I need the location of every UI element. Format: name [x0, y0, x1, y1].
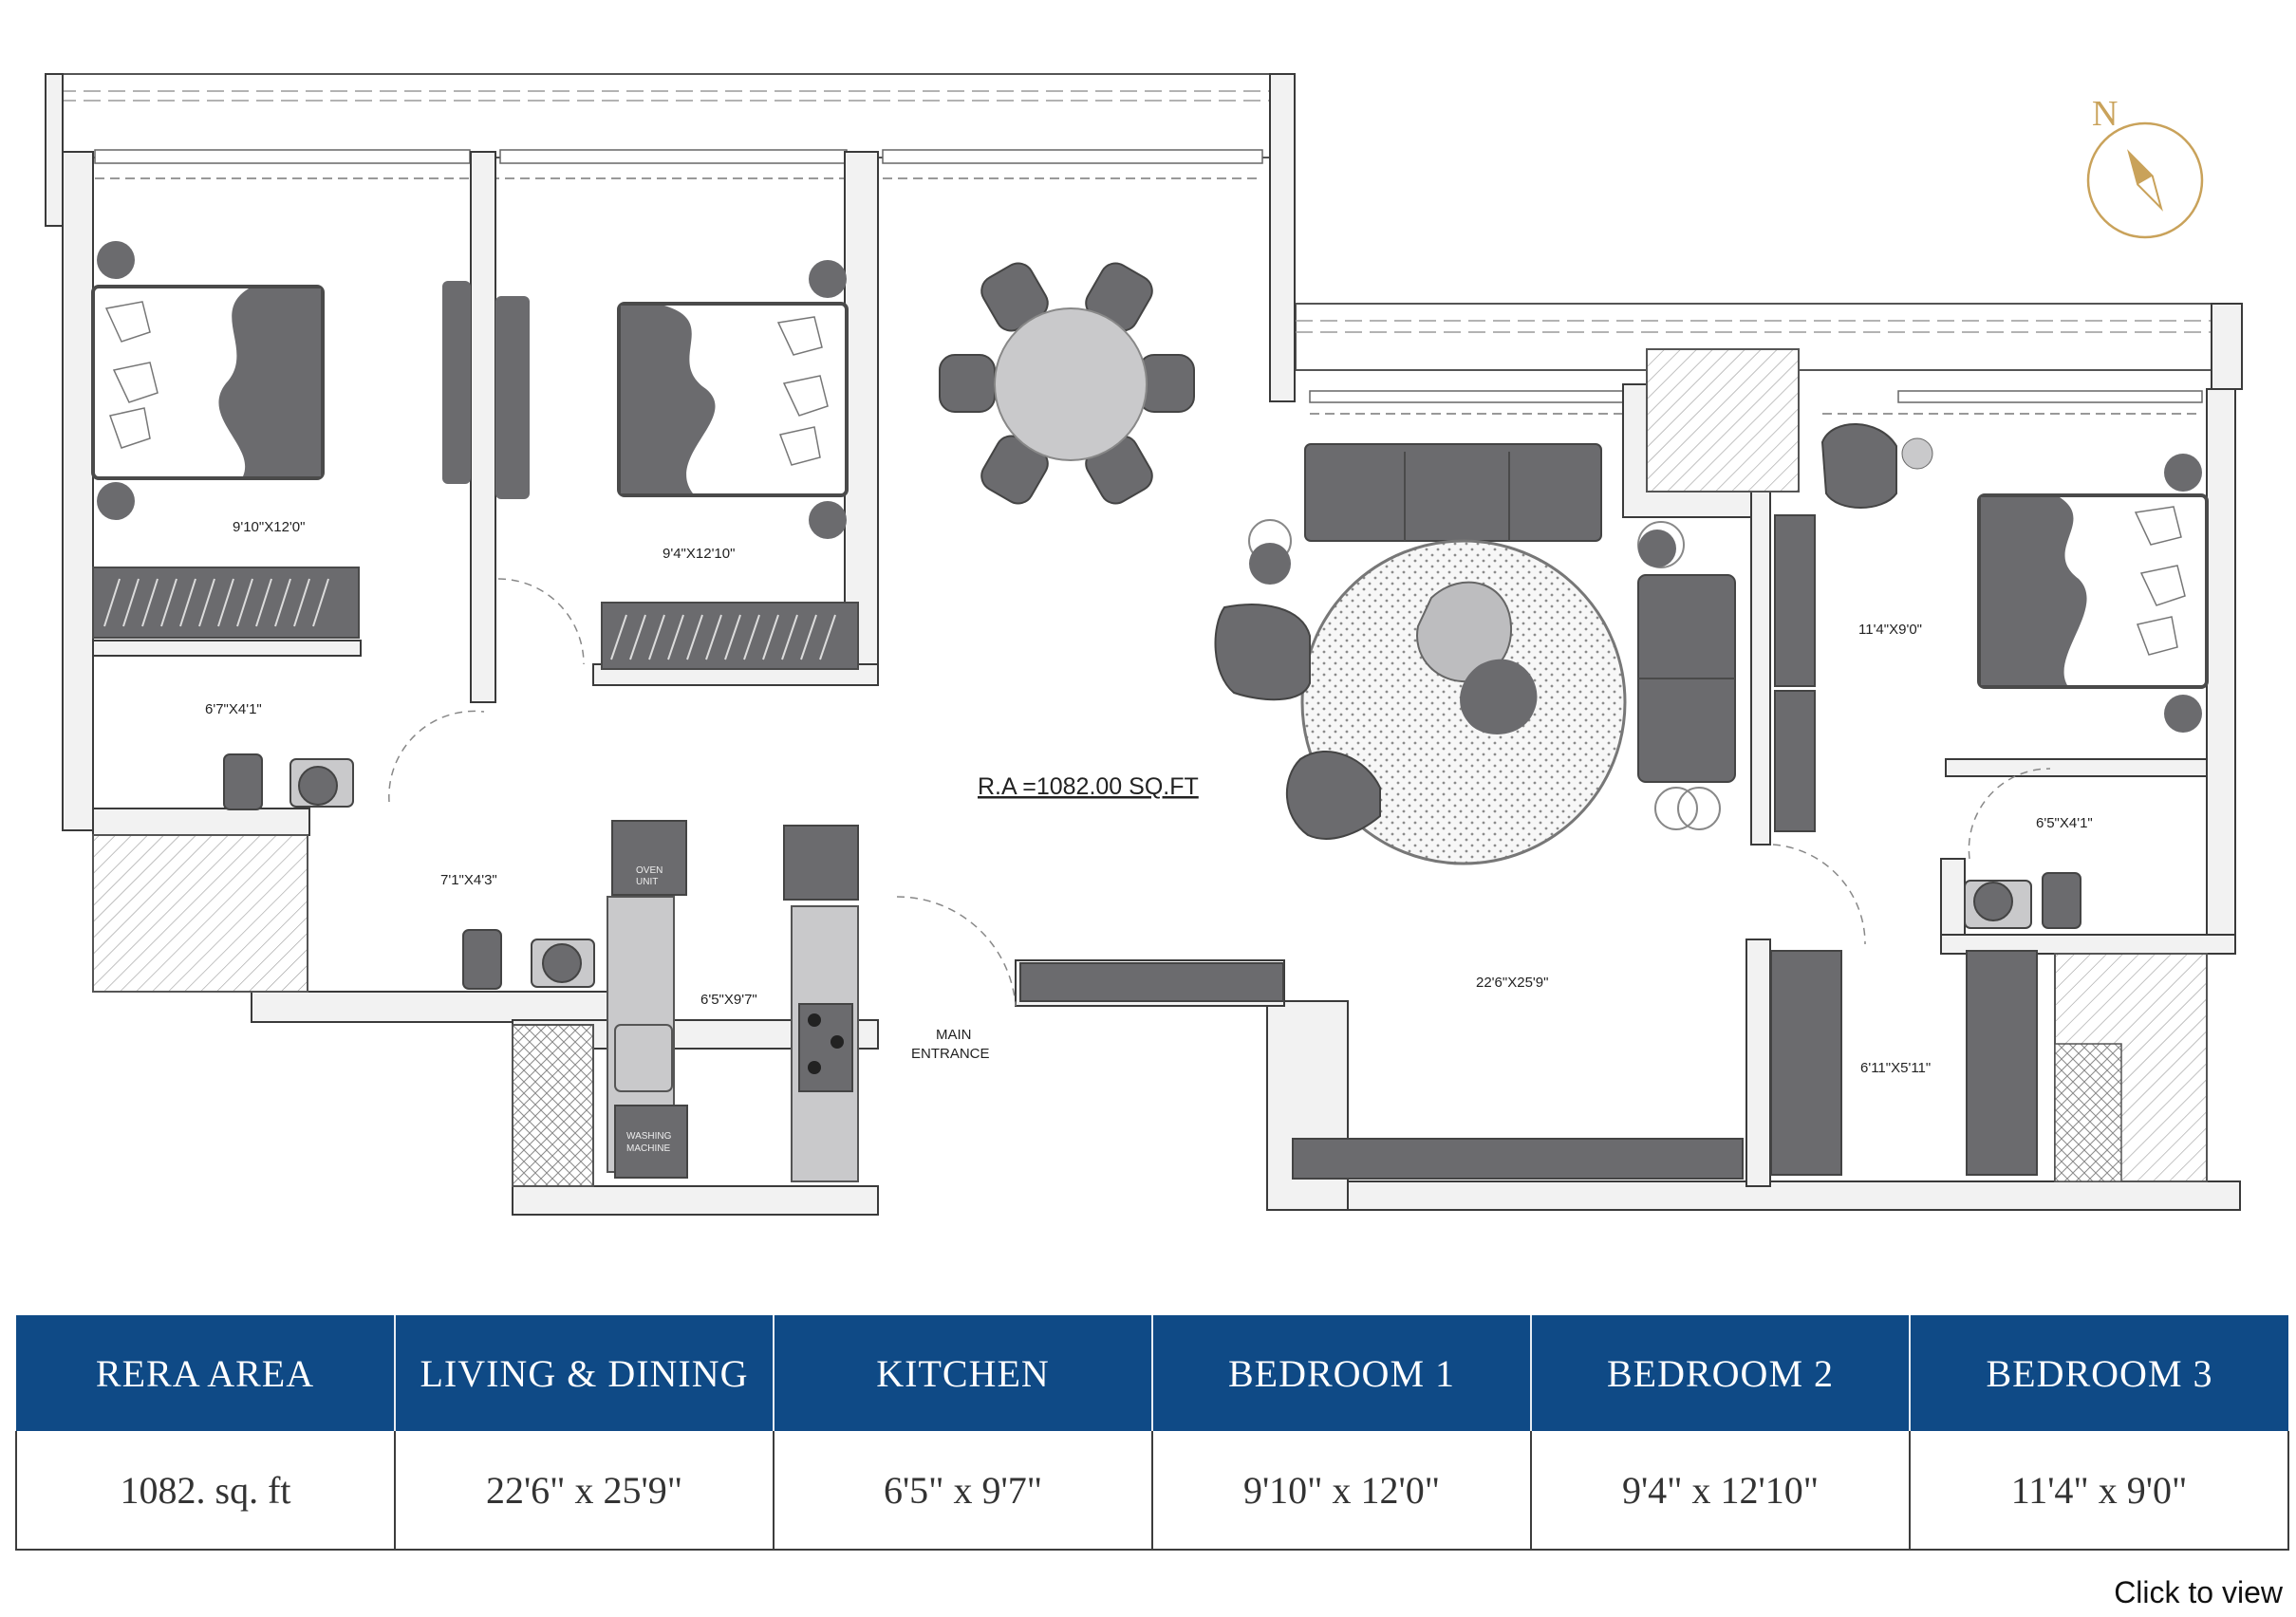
oven-label: OVEN: [636, 865, 663, 876]
value-bedroom-1: 9'10" x 12'0": [1151, 1431, 1532, 1551]
kitchen-dimension: 6'5"X9'7": [700, 992, 757, 1008]
duct-kitchen: [512, 1024, 594, 1187]
header-bedroom-2: BEDROOM 2: [1531, 1315, 1911, 1431]
toilet-1-dimension: 6'7"X4'1": [205, 701, 262, 717]
balcony-left: [58, 73, 1273, 179]
dining-table: [939, 262, 1195, 505]
wardrobes: [1770, 950, 2038, 1176]
door-swings: [388, 578, 2051, 1007]
duct-right-cross: [2054, 1043, 2122, 1182]
rera-area-label: R.A =1082.00 SQ.FT: [978, 773, 1199, 800]
header-rera-area: RERA AREA: [16, 1315, 396, 1431]
area-table: RERA AREA LIVING & DINING KITCHEN BEDROO…: [15, 1315, 2289, 1551]
living-furniture: [1019, 443, 1816, 1180]
click-to-view-link[interactable]: Click to view: [2114, 1575, 2283, 1609]
floor-plan: N 9'10"X12'0" 9'4"X12'10" 11'4"X9'0" 22'…: [45, 73, 2243, 1216]
kitchen-counters: [607, 820, 859, 1182]
bedroom-2-furniture: [442, 260, 859, 670]
toilet-3-dimension: 6'5"X4'1": [2036, 815, 2093, 831]
value-bedroom-2: 9'4" x 12'10": [1530, 1431, 1911, 1551]
header-kitchen: KITCHEN: [774, 1315, 1153, 1431]
bedroom-2-dimension: 9'4"X12'10": [663, 546, 735, 562]
header-living-dining: LIVING & DINING: [395, 1315, 775, 1431]
washing-label: WASHING: [626, 1131, 672, 1142]
machine-label: MACHINE: [626, 1143, 670, 1154]
toilet-2-dimension: 7'1"X4'3": [440, 872, 497, 888]
main-entrance-label-line2: ENTRANCE: [911, 1046, 990, 1062]
bedroom-3-dimension: 11'4"X9'0": [1858, 622, 1922, 638]
toilet-fixtures: [223, 753, 2081, 990]
header-bedroom-1: BEDROOM 1: [1152, 1315, 1532, 1431]
main-entrance-label-line1: MAIN: [936, 1027, 972, 1043]
value-rera-area: 1082. sq. ft: [15, 1431, 396, 1551]
duct-left: [92, 834, 308, 993]
bedroom-1-furniture: [91, 241, 360, 639]
oven-unit-label: UNIT: [636, 877, 658, 887]
shaft-balcony: [1646, 348, 1800, 493]
value-kitchen: 6'5" x 9'7": [773, 1431, 1153, 1551]
walls: [45, 73, 2243, 1216]
dress-dimension: 6'11"X5'11": [1860, 1060, 1931, 1076]
compass-north-label: N: [2092, 94, 2118, 134]
compass-icon: N: [2086, 94, 2204, 239]
bedroom-1-dimension: 9'10"X12'0": [233, 519, 305, 535]
area-table-row: 1082. sq. ft 22'6" x 25'9" 6'5" x 9'7" 9…: [15, 1431, 2289, 1551]
header-bedroom-3: BEDROOM 3: [1910, 1315, 2288, 1431]
living-dimension: 22'6"X25'9": [1476, 975, 1548, 991]
bedroom-3-furniture: [1820, 423, 2209, 733]
value-living-dining: 22'6" x 25'9": [394, 1431, 775, 1551]
value-bedroom-3: 11'4" x 9'0": [1909, 1431, 2289, 1551]
area-table-header-row: RERA AREA LIVING & DINING KITCHEN BEDROO…: [16, 1315, 2288, 1431]
